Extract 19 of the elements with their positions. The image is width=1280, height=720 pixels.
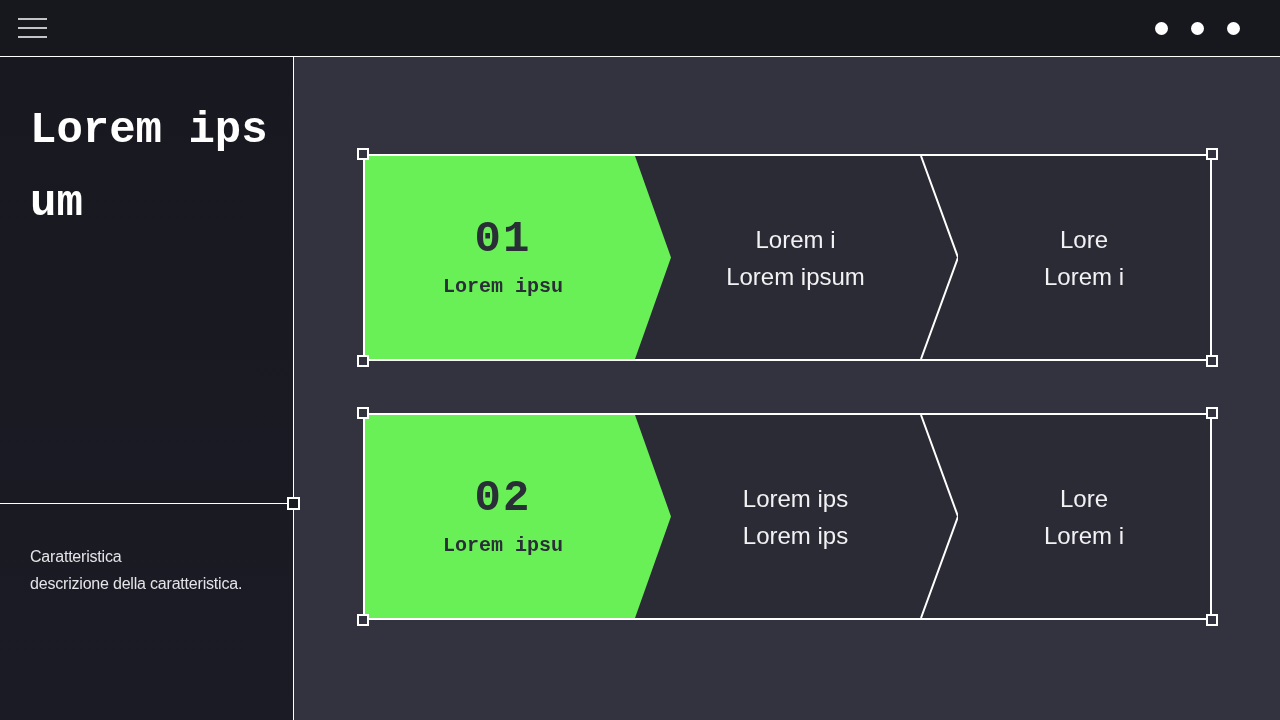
process-step: [365, 415, 671, 618]
step-label: Lorem ipsu: [443, 532, 563, 559]
step-text: Lorem ips: [742, 520, 849, 551]
step-text: Lorem ips: [742, 483, 849, 514]
step-text: Lore: [1059, 483, 1108, 514]
page-title: Lorem ipsum: [30, 104, 269, 230]
process-step: [365, 156, 671, 359]
process-step: [958, 156, 1210, 359]
step-number: 01: [474, 214, 532, 263]
step-label: Lorem ipsu: [443, 273, 563, 300]
process-step: [958, 415, 1210, 618]
step-text: Lorem ipsum: [726, 261, 865, 292]
step-text: Lorem i: [1044, 520, 1124, 551]
step-text: Lorem i: [755, 224, 836, 255]
step-text: Lore: [1059, 224, 1108, 255]
step-number: 02: [474, 473, 532, 522]
step-text: Lorem i: [1044, 261, 1124, 292]
feature-description: descrizione della caratteristica.: [30, 574, 243, 594]
feature-title: Caratteristica: [30, 547, 123, 567]
